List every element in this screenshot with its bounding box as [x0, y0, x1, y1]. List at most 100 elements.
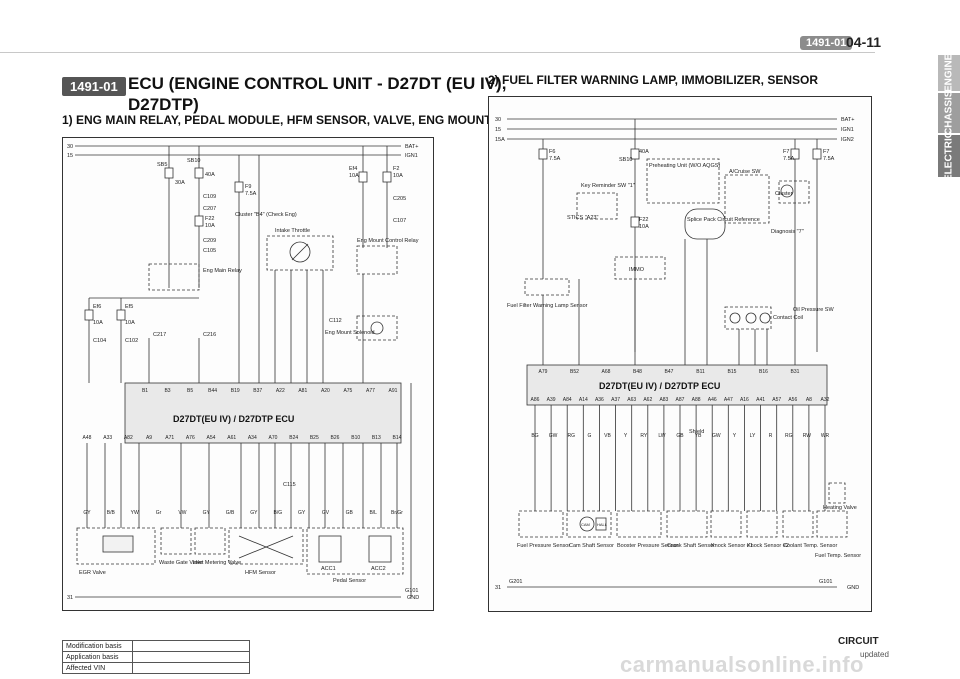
connector-c115: C115 [283, 482, 296, 488]
ecu-pin-label: A22 [276, 388, 285, 394]
ecu-pin-label: B31 [791, 369, 800, 375]
wire-color-label: WR [821, 433, 830, 439]
fuse-ef4-name: Ef4 [349, 166, 357, 172]
connector-c207: C207 [203, 206, 216, 212]
mount-solenoid-box [356, 315, 398, 341]
ecu-pin-label: B16 [759, 369, 768, 375]
preheating-unit-box [646, 158, 720, 204]
ecu-pin-label: B52 [570, 369, 579, 375]
waste-gate-label: Waste Gate Valve [159, 560, 203, 566]
ecu-pin-label: A16 [740, 397, 749, 403]
side-tab-electric[interactable]: ELECTRIC [938, 131, 960, 181]
ecu-pin-label: B48 [633, 369, 642, 375]
revision-row-label: Modification basis [62, 640, 133, 652]
side-tab-engine[interactable]: ENGINE [938, 54, 960, 92]
heating-valve-label: Heating Valve [823, 505, 857, 511]
ecu-pin-label: A47 [724, 397, 733, 403]
fuse-sb10-name-right: SB10 [619, 157, 632, 163]
fuse-f22-name-right: F22 [639, 217, 648, 223]
intake-throttle-box [266, 235, 334, 271]
wire-color-label: RG [568, 433, 576, 439]
ecu-pin-label: A54 [207, 435, 216, 441]
wire-color-label: RG [785, 433, 793, 439]
wire-color-label: LW [658, 433, 665, 439]
wire-color-label: LY [750, 433, 756, 439]
stics-label: STICS "A23" [567, 215, 598, 221]
knock1-box [710, 510, 742, 538]
egr-valve-box [76, 527, 156, 565]
fuel-temp-sensor-box [816, 510, 848, 538]
circuit-label: CIRCUIT [838, 636, 879, 647]
page-title-line2: D27DTP) [128, 95, 199, 114]
diagnosis-label: Diagnosis "7" [771, 229, 804, 235]
ecu-pin-label: A82 [124, 435, 133, 441]
connector-c217: C217 [153, 332, 166, 338]
fuel-filter-label: Fuel Filter Warning Lamp Sensor [507, 303, 588, 309]
wire-color-label: G/B [226, 510, 235, 516]
left-wiring-diagram: 30 15 31 GND G101 BAT+ IGN1 SB5 30A SB10… [62, 137, 434, 611]
stics-box [576, 192, 618, 220]
fuse-sb10-rating-right: 40A [639, 149, 649, 155]
hfm-label: HFM Sensor [245, 570, 276, 576]
side-tab-chassis[interactable]: CHASSIS [938, 91, 960, 135]
ecu-pin-label: A46 [708, 397, 717, 403]
fuse-f2-rating: 10A [393, 173, 403, 179]
connector-c112: C112 [329, 318, 342, 324]
hfm-sensor-box [228, 527, 304, 565]
wire-color-label: B/L [369, 510, 377, 516]
mount-relay-box [356, 245, 398, 275]
revision-row-label: Affected VIN [62, 662, 133, 674]
wire-color-label: Y [733, 433, 737, 439]
fuse-f7b-name: F7 [823, 149, 829, 155]
ecu-pin-label: A88 [692, 397, 701, 403]
egr-label: EGR Valve [79, 570, 106, 576]
fuse-f22-rating-right: 10A [639, 224, 649, 230]
ground-num: 31 [67, 595, 73, 601]
connector-c104: C104 [93, 338, 106, 344]
crank-label: Crank Shaft Sensor [667, 543, 715, 549]
ground-tag-right: GND [847, 585, 859, 591]
ecu-pin-label: B13 [372, 435, 381, 441]
contact-coil-box [724, 306, 772, 330]
oil-pressure-label: Oil Pressure SW [793, 307, 834, 313]
right-diagram-svg: 30 15 15A BAT+ IGN1 IGN2 31 GND G101 G20… [495, 117, 861, 591]
wire-color-label: GV [322, 510, 330, 516]
ecu-pin-label: A41 [756, 397, 765, 403]
right-wiring-diagram: 30 15 15A BAT+ IGN1 IGN2 31 GND G101 G20… [488, 96, 872, 612]
left-ecu-label: D27DT(EU IV) / D27DTP ECU [173, 414, 294, 424]
connector-c105: C105 [203, 248, 216, 254]
rail-30-num-right: 30 [495, 117, 501, 123]
knock2-box [746, 510, 778, 538]
immo-label: IMMO [629, 267, 645, 273]
ecu-pin-label: A20 [321, 388, 330, 394]
rail-30-tag: BAT+ [405, 144, 419, 150]
fuse-f22-rating: 10A [205, 223, 215, 229]
fuel-pressure-sensor-box [518, 510, 564, 538]
wire-color-label: GW [712, 433, 721, 439]
fuse-f9-rating: 7.5A [245, 191, 257, 197]
ecu-pin-label: A9 [146, 435, 152, 441]
fuse-f22-name: F22 [205, 216, 214, 222]
fuse-ef6-name: Ef6 [93, 304, 101, 310]
ecu-pin-label: A8 [806, 397, 812, 403]
preheating-label: Preheating Unit (W/O AQGS) [649, 163, 720, 169]
page-number: 04-11 [846, 34, 882, 50]
contact-coil-label: Contact Coil [773, 315, 803, 321]
ecu-pin-label: B25 [310, 435, 319, 441]
fuse-f6-rating: 7.5A [549, 156, 561, 162]
fuse-f9-name: F9 [245, 184, 251, 190]
wire-color-label: Y [624, 433, 628, 439]
ecu-pin-label: A91 [389, 388, 398, 394]
ecu-pin-label: A56 [788, 397, 797, 403]
rail-15-num: 15 [67, 153, 73, 159]
fuel-pressure-label: Fuel Pressure Sensor [517, 543, 570, 549]
watermark: carmanualsonline.info [620, 652, 864, 677]
inlet-metering-box [194, 527, 226, 555]
wire-color-label: B/G [273, 510, 282, 516]
fuse-f7a-name: F7 [783, 149, 789, 155]
wire-color-label: BG [531, 433, 538, 439]
cluster-label-right: Cluster [775, 191, 793, 197]
rail-15a-num-right: 15A [495, 137, 505, 143]
ecu-pin-label: B19 [231, 388, 240, 394]
inlet-metering-label: Inlet Metering Valve [193, 560, 241, 566]
